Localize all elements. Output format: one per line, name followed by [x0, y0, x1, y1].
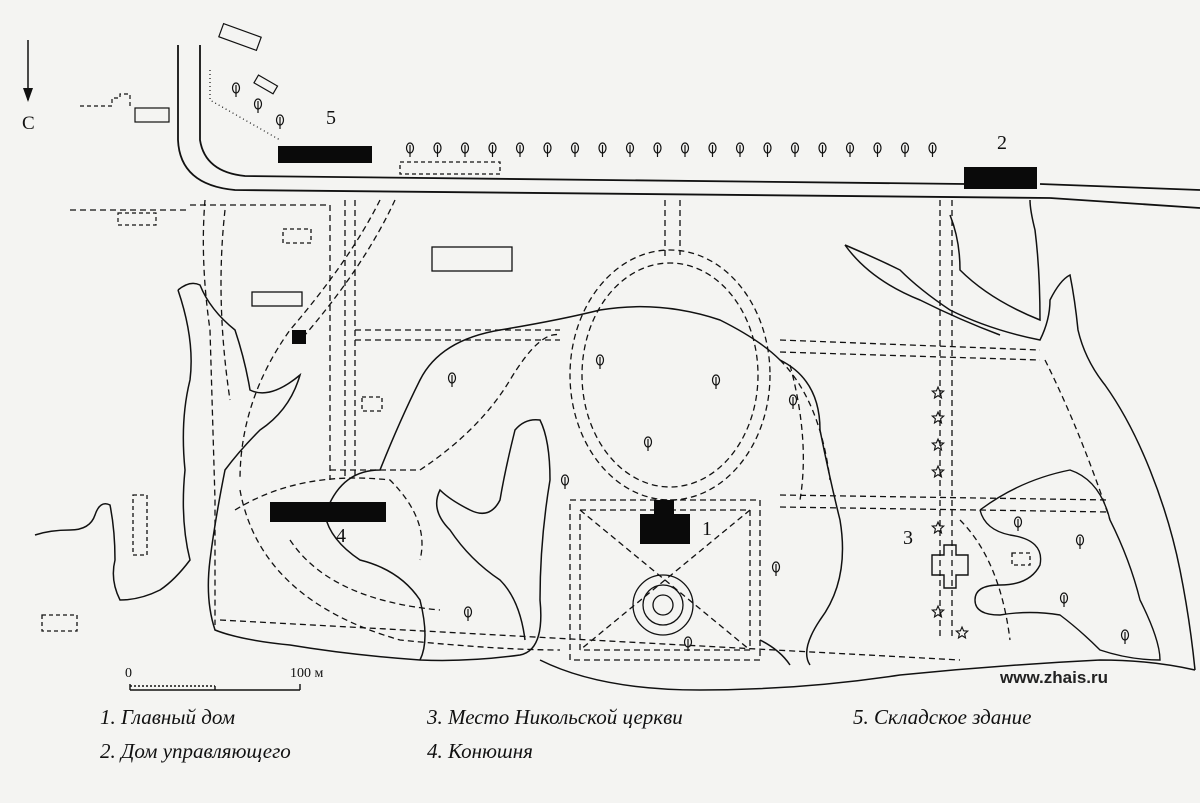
manager-house-building — [964, 167, 1037, 189]
main-house-garden — [632, 574, 694, 636]
warehouse-building — [278, 146, 372, 163]
watermark: www.zhais.ru — [1000, 668, 1109, 687]
minor-structures — [41, 161, 1031, 632]
marker-1: 1 — [702, 518, 712, 540]
legend-item-5: 5. Складское здание — [853, 705, 1032, 729]
ravines — [34, 199, 1196, 691]
small-building — [292, 330, 306, 344]
main-house-building — [640, 514, 690, 544]
north-label: С — [22, 113, 35, 134]
estate-boundary — [324, 305, 844, 666]
church-site-outline — [931, 544, 969, 589]
legend-item-4: 4. Конюшня — [427, 739, 533, 763]
legend-column-1: 1. Главный дом 2. Дом управляющего — [100, 700, 291, 768]
fir-star-icon — [930, 385, 946, 400]
fir-star-icon — [954, 625, 970, 640]
scale-end-label: 100 м — [290, 666, 324, 681]
legend-item-3: 3. Место Никольской церкви — [427, 705, 683, 729]
main-road — [177, 45, 1200, 209]
scale-zero-label: 0 — [125, 666, 132, 681]
marker-5: 5 — [326, 107, 336, 129]
buildings — [270, 146, 1037, 544]
outbuildings-topleft — [70, 22, 281, 226]
marker-3: 3 — [903, 527, 913, 549]
scale-bar — [129, 684, 301, 691]
north-arrow-icon — [23, 40, 33, 102]
fir-star-icon — [930, 604, 946, 619]
legend-item-1: 1. Главный дом — [100, 705, 235, 729]
tree-row — [231, 82, 937, 157]
legend-column-3: 5. Складское здание — [853, 700, 1031, 734]
stable-building — [270, 502, 386, 522]
main-house-porch — [654, 500, 674, 514]
garden-paths — [190, 199, 1111, 661]
pond-outline — [974, 469, 1161, 661]
legend-column-2: 3. Место Никольской церкви 4. Конюшня — [427, 700, 683, 768]
scattered-trees — [447, 354, 1130, 651]
fir-trees — [930, 385, 970, 640]
fir-star-icon — [930, 520, 946, 535]
fir-star-icon — [930, 410, 946, 425]
legend-item-2: 2. Дом управляющего — [100, 739, 291, 763]
fir-star-icon — [930, 437, 946, 452]
marker-2: 2 — [997, 132, 1007, 154]
marker-4: 4 — [336, 525, 346, 547]
fir-star-icon — [930, 464, 946, 479]
